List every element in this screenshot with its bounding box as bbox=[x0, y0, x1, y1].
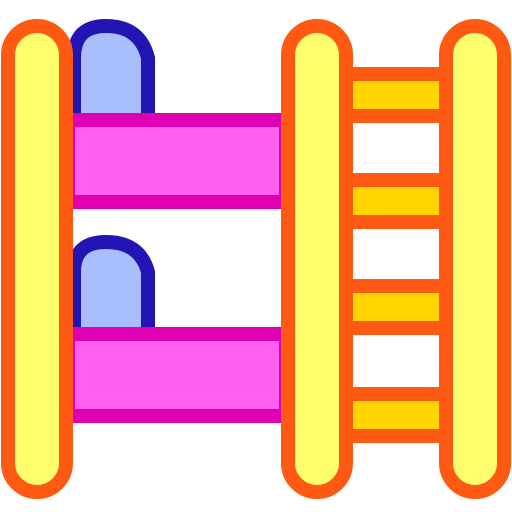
right-post bbox=[439, 19, 511, 499]
ladder-rung-3 bbox=[339, 279, 453, 335]
ladder-rung-4 bbox=[339, 387, 453, 443]
left-post bbox=[1, 19, 73, 499]
top-mattress bbox=[61, 113, 293, 209]
top-pillow bbox=[67, 19, 155, 127]
bottom-mattress bbox=[61, 327, 293, 423]
ladder-rung-1 bbox=[339, 67, 453, 123]
ladder-rung-2 bbox=[339, 173, 453, 229]
bottom-pillow bbox=[67, 235, 155, 343]
middle-post bbox=[281, 19, 353, 499]
